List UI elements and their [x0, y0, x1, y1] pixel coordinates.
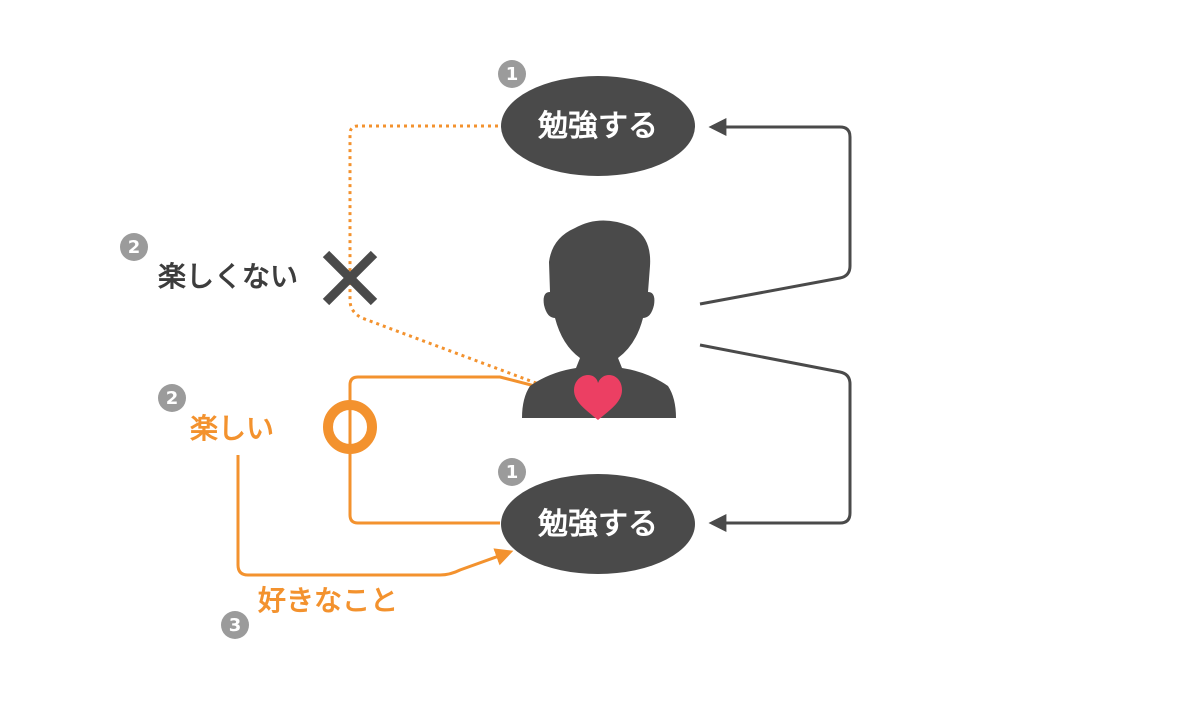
not-fun-badge-number: 2: [128, 237, 141, 258]
fun-group: 2 楽しい: [158, 384, 274, 445]
fun-badge-number: 2: [166, 388, 179, 409]
loop-arrow-to-bottom-node: [699, 343, 852, 532]
bottom-study-node: 勉強する: [501, 474, 695, 574]
fun-badge: [158, 384, 186, 412]
not-fun-badge: [120, 233, 148, 261]
bottom-node-badge: 1: [498, 458, 526, 486]
favorite-path-to-bottom-node: [236, 455, 514, 577]
fun-label: 楽しい: [190, 412, 274, 445]
cross-icon: [322, 250, 378, 306]
loop-arrow-to-top-node: [699, 118, 852, 306]
favorite-label: 好きなこと: [257, 584, 398, 617]
bottom-node-label: 勉強する: [537, 507, 658, 542]
top-node-badge-number: 1: [506, 64, 519, 85]
top-node-label: 勉強する: [537, 109, 658, 144]
favorite-group: 好きなこと 3: [221, 584, 398, 639]
favorite-badge-number: 3: [229, 615, 242, 636]
bottom-node-badge-number: 1: [506, 462, 519, 483]
dotted-path-top-to-heart: [348, 124, 564, 396]
fun-path-bottom-to-heart: [348, 375, 570, 525]
top-node-badge: 1: [498, 60, 526, 88]
circle-icon: [323, 400, 377, 454]
not-fun-group: 2 楽しくない: [120, 233, 298, 293]
person-silhouette-icon: [522, 220, 676, 418]
not-fun-label: 楽しくない: [158, 260, 298, 293]
top-study-node: 勉強する: [501, 76, 695, 176]
heart-icon: [574, 375, 622, 420]
favorite-badge: [221, 611, 249, 639]
